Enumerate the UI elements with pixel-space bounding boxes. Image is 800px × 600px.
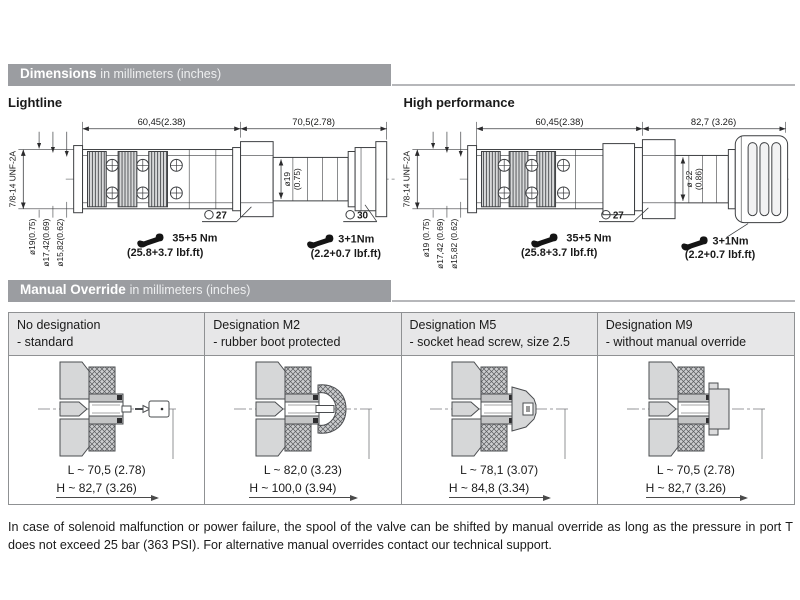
wrench1-size: 27 <box>612 210 623 221</box>
mo-col-subtitle: - rubber boot protected <box>213 334 341 349</box>
wrench-size-ring-icon <box>204 209 214 220</box>
mo-drawing-no-override <box>621 359 771 459</box>
mo-col-title: Designation M2 <box>213 317 301 332</box>
manual-override-table: No designation - standard L ~ 70,5 (2.78… <box>8 311 795 506</box>
wrench2-torque-lb: (2.2+0.7 lbf.ft) <box>311 248 382 260</box>
mo-dim-h: H ~ 100,0 (3.94) <box>249 479 359 502</box>
bar-rule <box>392 83 795 86</box>
dia-label: ø17,42(0.69) <box>41 218 51 266</box>
manual-override-section-bar: Manual Override in millimeters (inches) <box>8 279 795 302</box>
mo-drawing-rubber-boot <box>228 359 378 459</box>
mo-dim-h: H ~ 82,7 (3.26) <box>56 479 160 502</box>
wrench2-torque: 3+1Nm <box>338 233 374 245</box>
mo-dim-h: H ~ 84,8 (3.34) <box>448 479 552 502</box>
wrench2-torque: 3+1Nm <box>712 235 748 247</box>
wrench1-size: 27 <box>216 210 227 221</box>
tube-dia-in: (0.75) <box>292 168 302 190</box>
mo-column-m2: Designation M2 - rubber boot protected L… <box>205 312 402 505</box>
wrench-icon <box>530 233 558 248</box>
dim-label-tube: 82,7 (3.26) <box>690 117 735 127</box>
mo-dim-l: L ~ 82,0 (3.23) <box>263 463 342 478</box>
wrench-icon <box>307 234 334 249</box>
tube-dia-in: (0.86) <box>693 168 703 190</box>
mo-dim-h: H ~ 82,7 (3.26) <box>645 479 749 502</box>
mo-dim-l: L ~ 78,1 (3.07) <box>460 463 539 478</box>
wrench2-torque-lb: (2.2+0.7 lbf.ft) <box>684 249 755 261</box>
tube-dia-mm: ø 22 <box>683 170 693 187</box>
drawing-headings: Lightline High performance <box>8 95 795 110</box>
mo-column-m9: Designation M9 - without manual override… <box>597 312 794 505</box>
manual-override-bar-subtitle: in millimeters (inches) <box>129 282 251 297</box>
wrench1-torque-lb: (25.8+3.7 lbf.ft) <box>520 247 597 259</box>
mo-col-subtitle: - socket head screw, size 2.5 <box>409 334 571 349</box>
thread-label: 7/8-14 UNF-2A <box>8 150 17 207</box>
dim-label-body: 60,45(2.38) <box>535 117 583 127</box>
wrench1-torque: 35+5 Nm <box>566 232 611 244</box>
manual-override-note: In case of solenoid malfunction or power… <box>8 520 793 553</box>
lightline-heading: Lightline <box>8 94 63 110</box>
dimensions-bar-subtitle: in millimeters (inches) <box>100 67 222 81</box>
top-whitespace <box>8 0 795 64</box>
dim-label-body: 60,45(2.38) <box>138 117 186 127</box>
thread-label: 7/8-14 UNF-2A <box>402 150 411 207</box>
dimension-drawings: 60,45(2.38) 70,5(2.78) 7/8-14 UNF-2A ø19… <box>8 112 795 270</box>
dia-label: ø19 (0.75) <box>421 218 431 257</box>
datasheet-page: Dimensions in millimeters (inches) Light… <box>8 0 795 553</box>
dim-label-tube: 70,5(2.78) <box>292 117 335 127</box>
high-performance-drawing: 60,45(2.38) 82,7 (3.26) 7/8-14 UNF-2A ø1… <box>402 117 790 269</box>
mo-dim-l: L ~ 70,5 (2.78) <box>67 463 146 478</box>
lightline-drawing: 60,45(2.38) 70,5(2.78) 7/8-14 UNF-2A ø19… <box>8 117 396 266</box>
wrench-size-ring-icon <box>600 209 611 220</box>
dimensions-bar-title: Dimensions <box>20 66 97 81</box>
mo-drawing-socket-screw <box>424 359 574 459</box>
bar-rule <box>392 299 795 302</box>
wrench-icon <box>137 233 164 248</box>
mo-drawing-standard <box>32 359 182 459</box>
mo-col-subtitle: - standard <box>17 334 74 349</box>
dimensions-section-bar: Dimensions in millimeters (inches) <box>8 64 795 86</box>
dia-label: ø15,82(0.62) <box>55 218 65 266</box>
mo-col-subtitle: - without manual override <box>605 334 747 349</box>
wrench2-size: 30 <box>357 210 368 221</box>
mo-column-standard: No designation - standard L ~ 70,5 (2.78… <box>9 312 206 505</box>
dia-label: ø15,82 (0.62) <box>448 218 458 268</box>
mo-col-title: No designation <box>17 317 101 332</box>
high-performance-heading: High performance <box>403 94 515 110</box>
mo-col-title: Designation M5 <box>409 317 497 332</box>
manual-override-bar-title: Manual Override <box>20 281 126 297</box>
wrench1-torque: 35+5 Nm <box>172 232 217 244</box>
tube-dia-mm: ø19 <box>282 171 292 186</box>
wrench1-torque-lb: (25.8+3.7 lbf.ft) <box>127 247 204 259</box>
wrench-size-ring-icon <box>345 209 355 220</box>
dia-label: ø17,42 (0.69) <box>434 218 444 268</box>
dia-label: ø19(0.75) <box>27 218 37 255</box>
mo-dim-l: L ~ 70,5 (2.78) <box>656 463 735 478</box>
mo-column-m5: Designation M5 - socket head screw, size… <box>401 312 598 505</box>
mo-col-title: Designation M9 <box>605 317 693 332</box>
